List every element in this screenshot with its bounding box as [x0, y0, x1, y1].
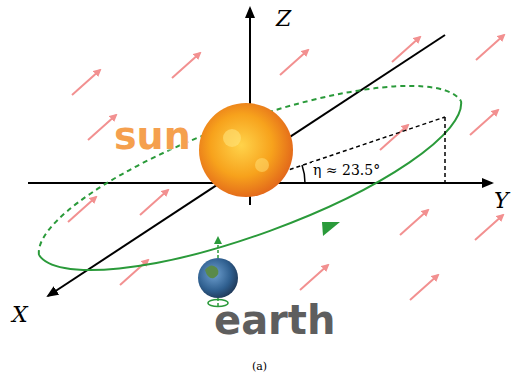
spin-axis — [217, 238, 219, 258]
angle-arc — [302, 165, 305, 183]
axis-label: Y — [494, 188, 509, 213]
axis-label: X — [12, 302, 28, 327]
sun-label: sun — [114, 116, 191, 158]
earth-label: earth — [214, 298, 335, 342]
tilt-drop — [444, 117, 446, 183]
caption: (a) — [252, 360, 267, 373]
orbit-front — [39, 101, 461, 270]
orbit-arrowhead — [322, 222, 340, 236]
sun-disc — [199, 103, 293, 197]
angle-label: η ≈ 23.5° — [312, 162, 381, 178]
x-axis — [48, 35, 445, 296]
field-arrows — [68, 35, 504, 300]
node-text: sun — [114, 116, 191, 158]
axis-label: Z — [276, 6, 291, 31]
node-text: earth — [214, 298, 335, 342]
earth-globe — [198, 258, 238, 298]
